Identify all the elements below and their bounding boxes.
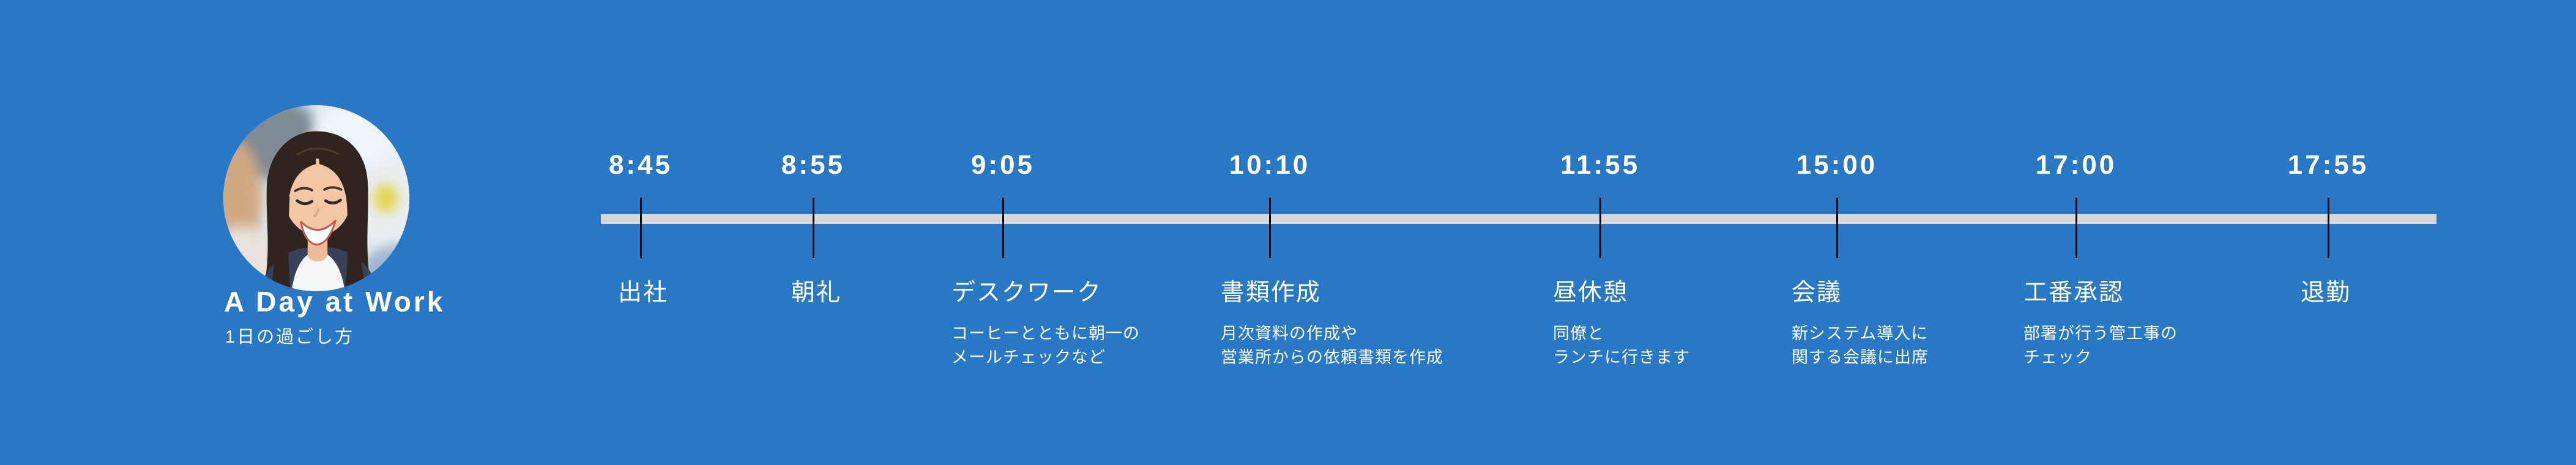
event-description-line: 同僚と bbox=[1553, 324, 1604, 343]
event-label: 朝礼 bbox=[791, 280, 842, 306]
event-time: 10:10 bbox=[1229, 150, 1311, 180]
event-tick bbox=[2328, 198, 2329, 258]
event-tick bbox=[1836, 198, 1838, 258]
event-time: 17:00 bbox=[2035, 150, 2117, 180]
event-description-line: 新システム導入に bbox=[1792, 324, 1929, 343]
event-label: 工番承認 bbox=[2023, 280, 2124, 306]
portrait-illustration bbox=[223, 105, 409, 291]
event-description-line: メールチェックなど bbox=[951, 348, 1106, 366]
event-tick bbox=[813, 198, 814, 258]
event-label: 会議 bbox=[1792, 280, 1842, 306]
employee-photo bbox=[223, 105, 409, 291]
event-time: 8:45 bbox=[608, 150, 673, 180]
event-time: 9:05 bbox=[970, 150, 1035, 180]
event-tick bbox=[2075, 198, 2077, 258]
event-description: 月次資料の作成や 営業所からの依頼書類を作成 bbox=[1221, 322, 1443, 370]
event-description-line: 部署が行う管工事の bbox=[2023, 324, 2178, 343]
event-description-line: 営業所からの依頼書類を作成 bbox=[1221, 348, 1443, 366]
timeline-bar bbox=[601, 214, 2436, 224]
event-description-line: 関する会議に出席 bbox=[1792, 348, 1929, 366]
event-tick bbox=[1599, 198, 1601, 258]
event-description: 部署が行う管工事の チェック bbox=[2023, 322, 2178, 370]
event-label: 昼休憩 bbox=[1553, 280, 1629, 306]
event-description-line: コーヒーとともに朝一の bbox=[951, 324, 1140, 343]
event-label: 出社 bbox=[618, 280, 669, 306]
event-time: 8:55 bbox=[781, 150, 846, 180]
event-label: デスクワーク bbox=[951, 280, 1103, 306]
event-description: コーヒーとともに朝一の メールチェックなど bbox=[951, 322, 1140, 370]
event-tick bbox=[640, 198, 642, 258]
page-subtitle: 1日の過ごし方 bbox=[225, 327, 355, 347]
event-description: 新システム導入に 関する会議に出席 bbox=[1792, 322, 1929, 370]
event-time: 11:55 bbox=[1560, 150, 1640, 180]
page-title: A Day at Work bbox=[224, 286, 445, 318]
event-label: 退勤 bbox=[2301, 280, 2351, 306]
event-time: 15:00 bbox=[1796, 150, 1878, 180]
event-description: 同僚と ランチに行きます bbox=[1553, 322, 1690, 370]
event-time: 17:55 bbox=[2287, 150, 2369, 180]
event-tick bbox=[1002, 198, 1004, 258]
event-tick bbox=[1269, 198, 1271, 258]
event-description-line: ランチに行きます bbox=[1553, 348, 1690, 366]
event-description-line: 月次資料の作成や bbox=[1221, 324, 1358, 343]
event-label: 書類作成 bbox=[1221, 280, 1322, 306]
event-description-line: チェック bbox=[2023, 348, 2092, 366]
